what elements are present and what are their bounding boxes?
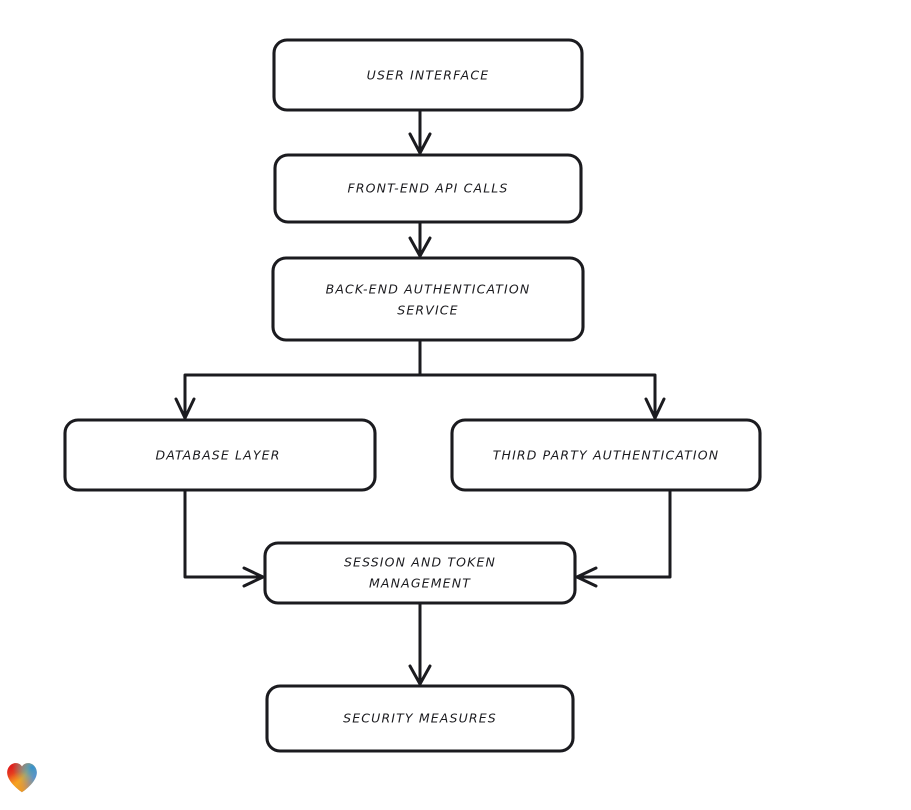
node-user-interface-label: USER INTERFACE (367, 68, 490, 83)
edge-database-to-session (183, 488, 265, 588)
node-session-token-mgmt-shape[interactable] (263, 541, 577, 605)
node-database-layer-label: DATABASE LAYER (155, 448, 280, 463)
node-third-party-auth-shape[interactable] (450, 418, 762, 492)
node-third-party-auth-label: THIRD PARTY AUTHENTICATION (493, 448, 720, 463)
node-security-measures-label: SECURITY MEASURES (343, 711, 497, 726)
edge-backend-to-thirdparty (418, 373, 666, 420)
node-session-token-mgmt[interactable]: SESSION AND TOKEN MANAGEMENT (263, 541, 577, 605)
node-back-end-auth-service-label-line1: BACK-END AUTHENTICATION (326, 282, 531, 297)
node-session-token-mgmt-label-line2: MANAGEMENT (369, 576, 471, 591)
node-database-layer-shape[interactable] (63, 418, 377, 492)
edge-ui-to-frontend (408, 108, 432, 155)
heart-icon (7, 763, 37, 793)
node-security-measures[interactable]: SECURITY MEASURES (265, 684, 575, 753)
node-security-measures-shape[interactable] (265, 684, 575, 753)
node-front-end-api-calls[interactable]: FRONT-END API CALLS (273, 153, 583, 224)
node-back-end-auth-service-label-line2: SERVICE (397, 303, 458, 318)
edge-frontend-to-backend (408, 220, 432, 258)
node-front-end-api-calls-label: FRONT-END API CALLS (347, 181, 508, 196)
node-front-end-api-calls-shape[interactable] (273, 153, 583, 224)
edge-backend-to-database (174, 338, 422, 420)
node-third-party-auth[interactable]: THIRD PARTY AUTHENTICATION (450, 418, 762, 492)
edge-thirdparty-to-session (575, 488, 672, 588)
node-back-end-auth-service-shape[interactable] (271, 256, 585, 342)
node-session-token-mgmt-label-line1: SESSION AND TOKEN (344, 555, 496, 570)
node-back-end-auth-service[interactable]: BACK-END AUTHENTICATION SERVICE (271, 256, 585, 342)
node-user-interface[interactable]: USER INTERFACE (272, 38, 584, 112)
node-database-layer[interactable]: DATABASE LAYER (63, 418, 377, 492)
node-user-interface-shape[interactable] (272, 38, 584, 112)
heart-watermark (6, 762, 38, 793)
edge-session-to-security (408, 601, 432, 686)
